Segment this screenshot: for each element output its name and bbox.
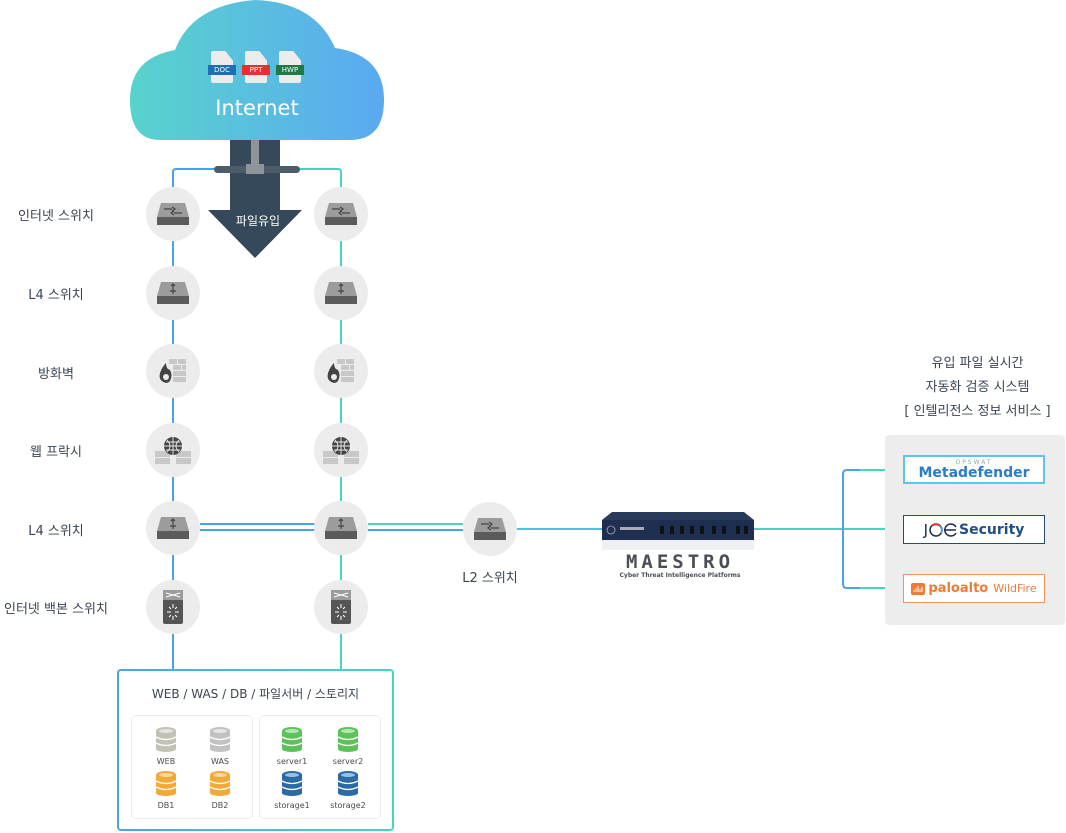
l4-switch-left[interactable] xyxy=(146,266,200,320)
l2-switch[interactable] xyxy=(463,502,517,556)
maestro-subtitle: Cyber Threat Intelligence Platforms xyxy=(619,572,741,579)
l2-switch-icon xyxy=(157,203,189,225)
l4-switch-icon xyxy=(157,282,189,304)
database-icon xyxy=(209,727,231,752)
database-icon xyxy=(209,771,231,796)
database-icon xyxy=(281,771,303,796)
database-icon xyxy=(155,771,177,796)
maestro-title: MAESTRO xyxy=(625,551,735,573)
internet-switch-right[interactable] xyxy=(314,187,368,241)
hwp-file-icon: HWP xyxy=(276,51,304,83)
intel-title: 유입 파일 실시간 자동화 검증 시스템 [ 인텔리전스 정보 서비스 ] xyxy=(880,352,1066,424)
db-item-storage1[interactable]: storage1 xyxy=(272,770,312,810)
layer-label-l4-switch-2: L4 스위치 xyxy=(28,524,84,539)
joe-security-logo[interactable]: J Security xyxy=(903,515,1045,544)
opswat-metadefender-logo[interactable]: OPSWAT Metadefender xyxy=(903,455,1045,484)
server-group-2: server1 server2 storage1 storage2 xyxy=(259,715,381,819)
layer-label-internet-switch: 인터넷 스위치 xyxy=(18,209,94,224)
l4-switch-right[interactable] xyxy=(314,266,368,320)
database-icon xyxy=(281,727,303,752)
backbone-switch-icon xyxy=(163,590,183,624)
datacenter-title: WEB / WAS / DB / 파일서버 / 스토리지 xyxy=(151,687,360,701)
l4-switch-left-2[interactable] xyxy=(146,501,200,555)
intel-title-line: [ 인텔리전스 정보 서비스 ] xyxy=(904,404,1051,419)
datacenter-box: WEB / WAS / DB / 파일서버 / 스토리지 WEB WAS DB1… xyxy=(117,669,394,831)
db-item-server2[interactable]: server2 xyxy=(328,726,368,766)
intel-title-line: 자동화 검증 시스템 xyxy=(925,380,1030,395)
l4-switch-right-2[interactable] xyxy=(314,501,368,555)
paloalto-wildfire-logo[interactable]: paloalto WildFire xyxy=(903,574,1045,603)
db-item-db1[interactable]: DB1 xyxy=(146,770,186,810)
file-inflow-label: 파일유입 xyxy=(235,214,281,228)
paloalto-icon xyxy=(911,582,926,595)
db-item-db2[interactable]: DB2 xyxy=(200,770,240,810)
backbone-switch-right[interactable] xyxy=(314,580,368,634)
db-item-web[interactable]: WEB xyxy=(146,726,186,766)
backbone-switch-left[interactable] xyxy=(146,580,200,634)
firewall-icon xyxy=(159,359,186,383)
firewall-right[interactable] xyxy=(314,344,368,398)
link-right-top xyxy=(292,168,342,190)
web-proxy-right[interactable] xyxy=(314,423,368,477)
cloud-label: Internet xyxy=(215,96,299,120)
firewall-icon xyxy=(327,359,354,383)
ppt-file-icon: PPT xyxy=(242,51,270,83)
l2-switch-icon xyxy=(325,203,357,225)
l2-switch-label: L2 스위치 xyxy=(462,571,518,586)
maestro-appliance-icon xyxy=(602,512,754,550)
l4-switch-icon xyxy=(325,517,357,539)
l4-switch-icon xyxy=(157,517,189,539)
db-item-was[interactable]: WAS xyxy=(200,726,240,766)
joe-circles-icon xyxy=(929,522,957,537)
firewall-left[interactable] xyxy=(146,344,200,398)
l2-switch-icon xyxy=(474,518,506,540)
web-proxy-icon xyxy=(155,437,191,464)
db-item-server1[interactable]: server1 xyxy=(272,726,312,766)
db-item-storage2[interactable]: storage2 xyxy=(328,770,368,810)
database-icon xyxy=(337,727,359,752)
l4-switch-icon xyxy=(325,282,357,304)
database-icon xyxy=(155,727,177,752)
web-proxy-left[interactable] xyxy=(146,423,200,477)
link-intel-bracket xyxy=(842,469,904,589)
intel-services-panel: OPSWAT Metadefender J Security paloalto … xyxy=(885,435,1065,625)
intel-title-line: 유입 파일 실시간 xyxy=(931,356,1024,371)
layer-label-backbone-switch: 인터넷 백본 스위치 xyxy=(4,602,108,617)
file-inflow-arrow-icon xyxy=(208,140,302,258)
doc-file-icon: DOC xyxy=(208,51,236,83)
layer-label-web-proxy: 웹 프락시 xyxy=(30,445,82,460)
web-proxy-icon xyxy=(323,437,359,464)
layer-label-firewall: 방화벽 xyxy=(38,367,74,382)
internet-switch-left[interactable] xyxy=(146,187,200,241)
server-group-1: WEB WAS DB1 DB2 xyxy=(131,715,253,819)
database-icon xyxy=(337,771,359,796)
internet-cloud: DOC PPT HWP Internet xyxy=(130,0,384,145)
link-left-top xyxy=(172,168,222,190)
layer-label-l4-switch: L4 스위치 xyxy=(28,288,84,303)
backbone-switch-icon xyxy=(331,590,351,624)
